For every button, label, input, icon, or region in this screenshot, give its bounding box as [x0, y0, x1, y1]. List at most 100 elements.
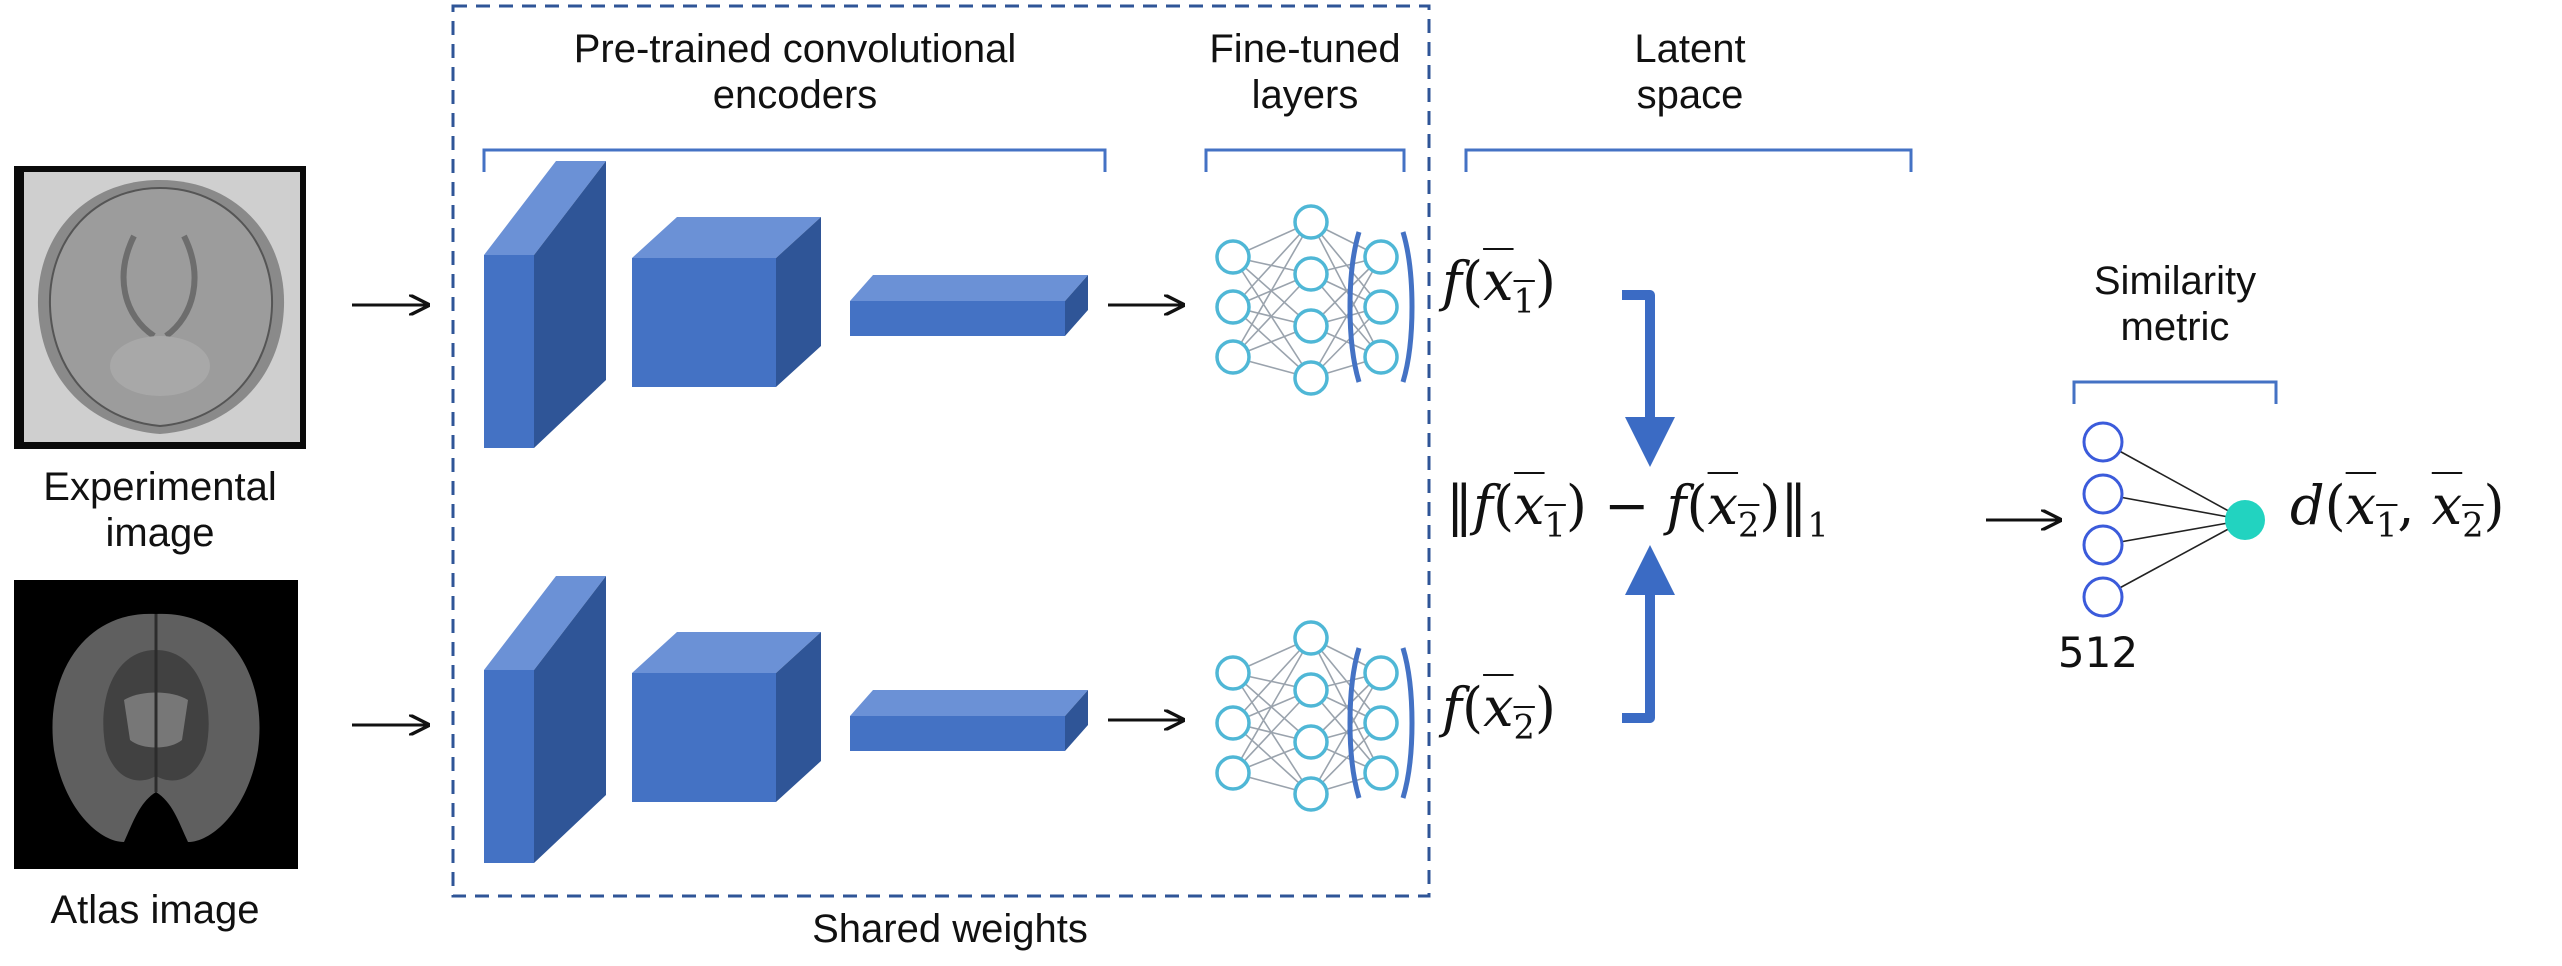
d-var-b: x: [2431, 474, 2463, 537]
nn-node: [1293, 360, 1329, 396]
f2-open-paren: (: [1462, 676, 1484, 739]
l1-distance-expression: ‖f(x1) − f(x2)‖1: [1446, 474, 1829, 545]
nn-node: [1293, 204, 1329, 240]
nn-edge: [1232, 672, 1312, 795]
metric-output-node: [2225, 500, 2265, 540]
f2-function: f: [1442, 676, 1462, 739]
metric-edge: [2102, 519, 2246, 598]
norm-f-b: f: [1666, 474, 1687, 537]
nn-edge: [1310, 637, 1382, 774]
nn-node: [1363, 755, 1399, 791]
brain-section-photo-icon: [14, 166, 306, 449]
d-function: d: [2290, 474, 2325, 537]
latent-bracket: [1464, 148, 1913, 172]
connector-f2-to-norm: [1622, 545, 1675, 723]
experimental-label-line-2: image: [105, 511, 215, 555]
norm-subscript: 1: [1807, 505, 1829, 545]
atlas-image-label: Atlas image: [0, 887, 310, 933]
conv-block-2-bottom: [632, 632, 821, 802]
conv-block-3-bottom: [850, 690, 1088, 751]
nn-node: [1215, 339, 1251, 375]
latent-title-line-1: Latent: [1634, 27, 1746, 71]
latent-f-x2: f(x2): [1442, 676, 1556, 747]
nn-node: [1363, 339, 1399, 375]
latent-title-line-2: space: [1636, 73, 1744, 117]
nn-edge: [1310, 637, 1382, 724]
nn-edge: [1232, 637, 1312, 774]
nn-edge: [1310, 689, 1382, 774]
finetuned-title: Fine-tuned layers: [1180, 26, 1430, 118]
atlas-label-text: Atlas image: [50, 888, 260, 932]
nn-node: [1293, 308, 1329, 344]
connector-f1-to-norm: [1622, 290, 1675, 467]
distance-output-expression: d(x1, x2): [2290, 474, 2505, 545]
nn-node: [1215, 239, 1251, 275]
experimental-image-label: Experimental image: [0, 464, 320, 556]
brain-atlas-icon: [14, 580, 298, 869]
similarity-bracket: [2072, 380, 2278, 404]
f2-close-paren: ): [1534, 676, 1556, 739]
layer-bracket-left: [1347, 231, 1362, 383]
nn-node: [1293, 620, 1329, 656]
similarity-title-line-2: metric: [2120, 305, 2230, 349]
finetuned-bracket: [1204, 148, 1406, 172]
conv-block-1-top: [484, 161, 606, 448]
f2-subscript: 2: [1513, 707, 1535, 747]
finetuned-networks: [1215, 204, 1415, 812]
encoders-bracket: [482, 148, 1107, 172]
nn-edge: [1310, 273, 1382, 358]
shared-weights-label: Shared weights: [720, 906, 1180, 952]
nn-edge: [1232, 221, 1312, 308]
node-count-text: 512: [2057, 628, 2139, 677]
encoders-title-line-2: encoders: [712, 73, 878, 117]
conv-block-1-bottom: [484, 576, 606, 863]
latent-title: Latent space: [1560, 26, 1820, 118]
metric-edge: [2102, 519, 2246, 546]
node-count-label: 512: [2048, 630, 2148, 676]
f1-close-paren: ): [1534, 250, 1556, 313]
norm-minus: −: [1586, 474, 1667, 537]
metric-input-node: [2082, 473, 2124, 515]
nn-node: [1293, 724, 1329, 760]
similarity-network: [2082, 421, 2265, 618]
nn-node: [1363, 239, 1399, 275]
d-var-a: x: [2345, 474, 2377, 537]
conv-block-3-top: [850, 275, 1088, 336]
nn-node: [1363, 655, 1399, 691]
d-sub-a: 1: [2376, 505, 2398, 545]
similarity-title-line-1: Similarity: [2093, 259, 2257, 303]
nn-edge: [1310, 256, 1382, 379]
nn-edge: [1232, 273, 1312, 358]
f1-subscript: 1: [1513, 281, 1535, 321]
nn-edge: [1232, 637, 1312, 724]
finetuned-title-line-2: layers: [1251, 73, 1359, 117]
encoders-title: Pre-trained convolutional encoders: [480, 26, 1110, 118]
metric-input-node: [2082, 421, 2124, 463]
norm-sub-a: 1: [1544, 505, 1566, 545]
norm-open: ‖: [1446, 474, 1473, 537]
encoders-title-line-1: Pre-trained convolutional: [573, 27, 1017, 71]
similarity-title: Similarity metric: [2050, 258, 2300, 350]
shared-weights-text: Shared weights: [812, 907, 1088, 951]
conv-block-2-top: [632, 217, 821, 387]
experimental-label-line-1: Experimental: [43, 465, 277, 509]
nn-edge: [1310, 221, 1382, 358]
nn-edge: [1310, 221, 1382, 308]
nn-edge: [1232, 689, 1312, 774]
finetuned-title-line-1: Fine-tuned: [1209, 27, 1401, 71]
nn-edge: [1232, 256, 1312, 379]
metric-input-node: [2082, 576, 2124, 618]
norm-close: ‖: [1780, 474, 1808, 537]
f1-variable: x: [1483, 250, 1514, 313]
nn-node: [1215, 655, 1251, 691]
nn-node: [1215, 755, 1251, 791]
nn-node: [1293, 776, 1329, 812]
shared-weights-box: [451, 4, 1431, 898]
nn-node: [1363, 705, 1399, 741]
nn-node: [1215, 289, 1251, 325]
norm-var-a: x: [1514, 474, 1545, 537]
d-comma: ,: [2397, 474, 2432, 537]
layer-bracket-right: [1400, 231, 1415, 383]
metric-edge: [2102, 493, 2246, 521]
